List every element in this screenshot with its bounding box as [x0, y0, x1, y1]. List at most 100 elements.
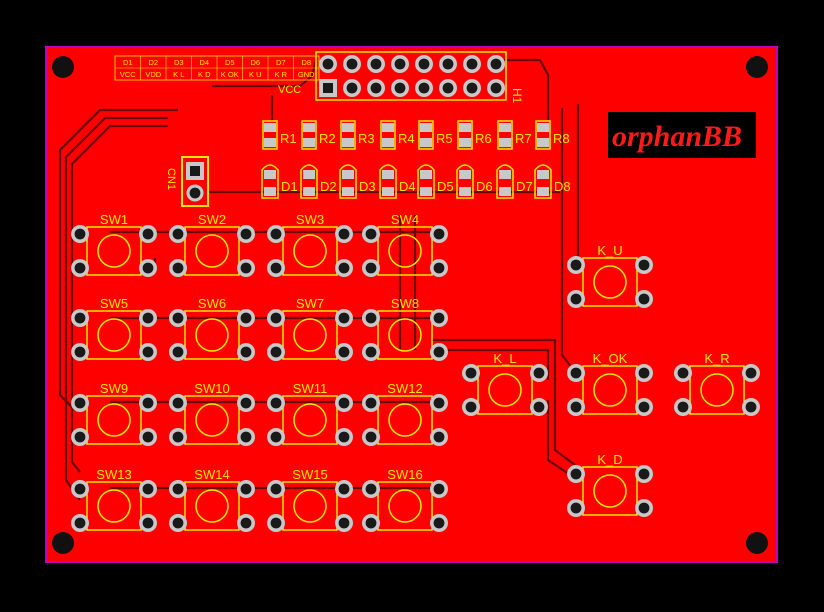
switch-label: K_R — [704, 351, 729, 366]
switch-label: SW11 — [293, 381, 327, 396]
led-label: D5 — [437, 179, 454, 194]
mounting-holes — [52, 56, 768, 554]
logo: orphanBB — [608, 112, 756, 158]
keypad-switch-15[interactable]: SW15 — [267, 467, 353, 532]
keypad-switch-2[interactable]: SW2 — [169, 212, 255, 277]
switch-label: K_OK — [593, 351, 628, 366]
pin-table-bottom-cell: K R — [274, 70, 287, 79]
keypad-switch-10[interactable]: SW10 — [169, 381, 255, 446]
pin-table-top-cell: D7 — [276, 58, 286, 67]
pin-table-top-cell: D5 — [225, 58, 235, 67]
pin-table-top-cell: D6 — [250, 58, 260, 67]
led-label: D4 — [399, 179, 416, 194]
led-label: D8 — [554, 179, 571, 194]
keypad-switch-16[interactable]: SW16 — [362, 467, 448, 532]
led: D2 — [300, 164, 337, 199]
led: D7 — [496, 164, 533, 199]
switch-label: SW5 — [100, 296, 128, 311]
pin-table-bottom-cell: VCC — [120, 70, 136, 79]
resistor: R4 — [380, 120, 415, 150]
nav-keys: K_U K_OK K_R K_L K_D — [462, 243, 760, 517]
resistor: R5 — [418, 120, 453, 150]
header-h1 — [315, 51, 507, 101]
led-label: D6 — [476, 179, 493, 194]
resistor: R1 — [262, 120, 297, 150]
header-label: H1 — [510, 88, 524, 104]
keypad-switch-11[interactable]: SW11 — [267, 381, 353, 446]
switch-label: SW12 — [387, 381, 422, 396]
resistor: R6 — [457, 120, 492, 150]
pin-table-top-cell: D1 — [123, 58, 133, 67]
resistor: R2 — [301, 120, 336, 150]
switch-label: K_L — [493, 351, 516, 366]
resistor-label: R4 — [398, 131, 415, 146]
keypad-switch-14[interactable]: SW14 — [169, 467, 255, 532]
pin-table-bottom-cell: K U — [249, 70, 262, 79]
pin-table-top-cell: D4 — [199, 58, 209, 67]
led: D1 — [261, 164, 298, 199]
keypad-switch-9[interactable]: SW9 — [71, 381, 157, 446]
switch-label: SW7 — [296, 296, 324, 311]
led-label: D2 — [320, 179, 337, 194]
key-left-switch[interactable]: K_L — [462, 351, 548, 416]
switch-label: K_U — [597, 243, 622, 258]
switch-label: SW8 — [391, 296, 419, 311]
key-down-switch[interactable]: K_D — [567, 452, 653, 517]
switch-label: SW2 — [198, 212, 226, 227]
resistor-label: R3 — [358, 131, 375, 146]
switch-label: SW9 — [100, 381, 128, 396]
key-up-switch[interactable]: K_U — [567, 243, 653, 308]
cn1-connector — [181, 156, 209, 207]
pin-table-bottom-cell: K L — [173, 70, 184, 79]
led-label: D3 — [359, 179, 376, 194]
resistor-label: R8 — [553, 131, 570, 146]
key-right-switch[interactable]: K_R — [674, 351, 760, 416]
resistor-label: R2 — [319, 131, 336, 146]
pin-table-bottom-cell: K OK — [221, 70, 239, 79]
resistor: R8 — [535, 120, 570, 150]
resistor-label: R7 — [515, 131, 532, 146]
keypad-switch-5[interactable]: SW5 — [71, 296, 157, 361]
vcc-label: VCC — [278, 84, 301, 96]
keypad-switch-4[interactable]: SW4 — [362, 212, 448, 277]
keypad-switch-3[interactable]: SW3 — [267, 212, 353, 277]
led-label: D1 — [281, 179, 298, 194]
led-label: D7 — [516, 179, 533, 194]
switch-label: SW3 — [296, 212, 324, 227]
switch-label: SW14 — [194, 467, 229, 482]
resistor-label: R6 — [475, 131, 492, 146]
switch-label: SW15 — [292, 467, 327, 482]
keypad-switch-12[interactable]: SW12 — [362, 381, 448, 446]
switch-label: SW10 — [194, 381, 229, 396]
key-ok-switch[interactable]: K_OK — [567, 351, 653, 416]
led: D5 — [417, 164, 454, 199]
led: D6 — [456, 164, 493, 199]
switch-label: SW16 — [387, 467, 422, 482]
led: D4 — [379, 164, 416, 199]
switch-label: SW1 — [100, 212, 128, 227]
pin-table-bottom-cell: VDD — [145, 70, 161, 79]
keypad-switch-1[interactable]: SW1 — [71, 212, 157, 277]
connector-label: CN1 — [165, 168, 177, 190]
pin-table-top-cell: D8 — [301, 58, 311, 67]
switch-label: K_D — [597, 452, 622, 467]
keypad-switch-13[interactable]: SW13 — [71, 467, 157, 532]
switch-label: SW6 — [198, 296, 226, 311]
resistor: R7 — [497, 120, 532, 150]
switch-label: SW4 — [391, 212, 419, 227]
resistor-label: R1 — [280, 131, 297, 146]
keypad-switch-8[interactable]: SW8 — [362, 296, 448, 361]
keypad-switch-6[interactable]: SW6 — [169, 296, 255, 361]
switch-label: SW13 — [96, 467, 131, 482]
led: D3 — [339, 164, 376, 199]
pin-table-top-cell: D2 — [148, 58, 158, 67]
pin-table-bottom-cell: K D — [198, 70, 211, 79]
resistor-label: R5 — [436, 131, 453, 146]
led: D8 — [534, 164, 571, 199]
pin-table-top-cell: D3 — [174, 58, 184, 67]
keypad-switch-7[interactable]: SW7 — [267, 296, 353, 361]
resistor: R3 — [340, 120, 375, 150]
